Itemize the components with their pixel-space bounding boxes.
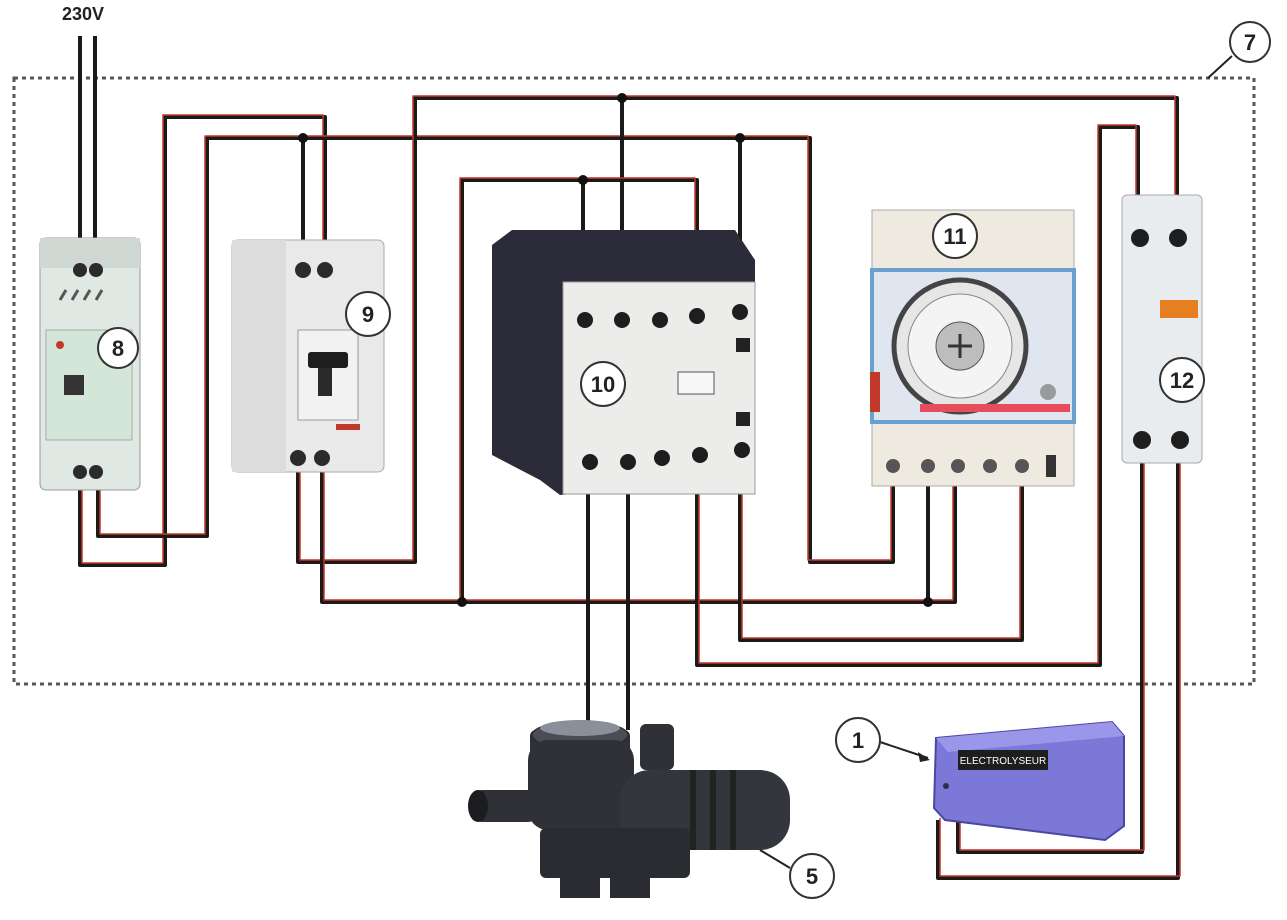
enclosure-number-badge: 7	[1229, 21, 1271, 63]
electrolyser-label: ELECTROLYSEUR	[960, 756, 1047, 767]
enclosure-border	[12, 76, 1256, 686]
wire-psu-breaker-b-red	[99, 135, 892, 561]
pump-number-badge: 5	[789, 853, 835, 899]
wire-contactor-timer-red	[741, 457, 1021, 639]
power-supply-number-badge: 8	[97, 327, 139, 369]
svg-text:10: 10	[591, 372, 615, 397]
electrolyser-pointer-head	[918, 752, 930, 762]
wiring	[78, 36, 1181, 880]
wire-psu-breaker-a-red	[81, 114, 324, 564]
wire-relay-electro-1-red	[959, 457, 1145, 851]
wire-relay-electro-2	[936, 455, 1180, 880]
svg-text:5: 5	[806, 864, 818, 889]
electrolyser-number-badge: 1	[835, 717, 881, 763]
breaker-number-badge: 9	[345, 291, 391, 337]
wire-breaker-out-b-red	[323, 466, 954, 601]
enclosure-pointer	[1207, 55, 1233, 79]
wire-relay-electro-1	[956, 455, 1144, 854]
relay-module	[1121, 194, 1203, 464]
junctions	[298, 93, 933, 607]
contactor-number-badge: 10	[580, 361, 626, 407]
svg-text:11: 11	[943, 224, 966, 249]
timer-number-badge: 11	[932, 213, 978, 259]
relay-number-badge: 12	[1159, 357, 1205, 403]
svg-text:1: 1	[852, 728, 864, 753]
pump-pointer	[759, 849, 791, 869]
svg-text:12: 12	[1170, 368, 1194, 393]
wire-psu-breaker-b	[96, 136, 895, 564]
wire-psu-breaker-a	[78, 115, 327, 567]
svg-text:8: 8	[112, 336, 124, 361]
contactor-module	[492, 230, 756, 495]
timer-module	[870, 209, 1076, 487]
wire-breaker-out-a	[296, 96, 1179, 564]
wire-breaker-out-a-red	[299, 95, 1176, 561]
pump-device	[468, 720, 790, 898]
wire-contactor-relay	[695, 125, 1140, 667]
electrolyser-device: ELECTROLYSEUR	[932, 720, 1125, 842]
wire-breaker-out-b	[320, 465, 957, 604]
wire-contactor-relay-red	[698, 124, 1137, 664]
svg-text:9: 9	[362, 302, 374, 327]
wire-relay-electro-2-red	[939, 457, 1181, 877]
svg-text:7: 7	[1244, 30, 1256, 55]
wire-contactor-timer	[738, 455, 1024, 642]
breaker-module	[231, 239, 385, 473]
supply-voltage-label: 230V	[62, 4, 104, 24]
